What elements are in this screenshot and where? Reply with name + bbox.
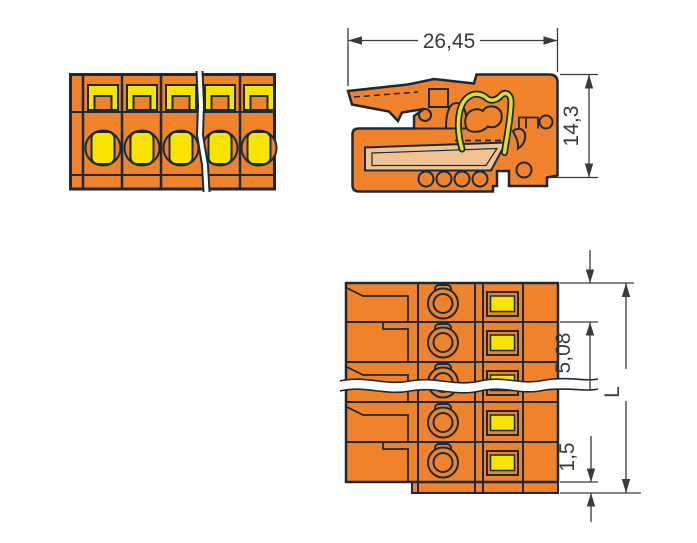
dim-pitch-extension-lines [560,282,634,323]
arrow-down-icon [584,163,594,178]
side-bottom-hole [453,170,471,188]
front-break-edge-right [201,70,211,193]
arrow-up-icon [621,283,631,297]
side-square-window [428,88,449,108]
arrow-down-icon [586,468,596,482]
side-bottom-hole [435,170,453,188]
side-latch-dashed-line [353,91,419,98]
arrow-right-icon [543,36,558,45]
side-wire-funnel [364,141,508,172]
arrow-down-icon [585,269,595,283]
side-hole-lower-right [515,161,533,179]
front-partitions [81,76,242,188]
dim-overall-width: 26,45 [347,28,559,86]
row-keying-detail [346,287,409,321]
arrow-up-icon [586,493,596,507]
top-view-front-lip [411,481,559,494]
side-hook [511,127,527,151]
side-bottom-hole [417,170,435,188]
side-bottom-hole [471,170,489,188]
side-cam-bean [464,105,503,133]
front-horizontal-lines [72,111,273,176]
top-view-row-partitions [347,321,557,443]
arrow-down-icon [621,479,631,493]
dim-height-extension-lines [549,73,598,179]
row-keying-detail [382,443,409,481]
top-view [339,281,599,494]
dim-width-label: 26,45 [423,30,476,53]
arrow-up-icon [584,74,594,89]
dim-offset-label: 1,5 [556,442,579,471]
front-break-edge-left [195,70,205,193]
top-break-edge-upper [339,377,599,384]
dim-height-label: 14,3 [560,106,583,147]
front-view [69,70,278,193]
side-funnel-inner-line [371,147,499,167]
dim-width-extension-lines [347,28,559,86]
dim-pitch-label: 5,08 [552,333,575,374]
row-keying-detail [346,406,409,441]
side-view [346,73,559,193]
dim-length-label: L [601,386,624,398]
row-keying-detail [382,323,409,361]
top-break-edge-lower [339,388,599,394]
dim-offset-extension-lines [560,481,641,494]
side-step-lines [518,116,539,129]
clamp-spring [456,91,513,155]
arrow-up-icon [585,322,595,336]
side-body-outline [346,73,559,193]
dim-overall-height: 14,3 [549,73,598,179]
dim-edge-offset: 1,5 [556,436,641,522]
dim-pole-pitch: 5,08 [552,250,634,390]
side-pin-hole [418,108,432,122]
dim-total-length: L [601,283,631,493]
arrow-left-icon [348,36,362,45]
side-hole-right [538,114,554,130]
